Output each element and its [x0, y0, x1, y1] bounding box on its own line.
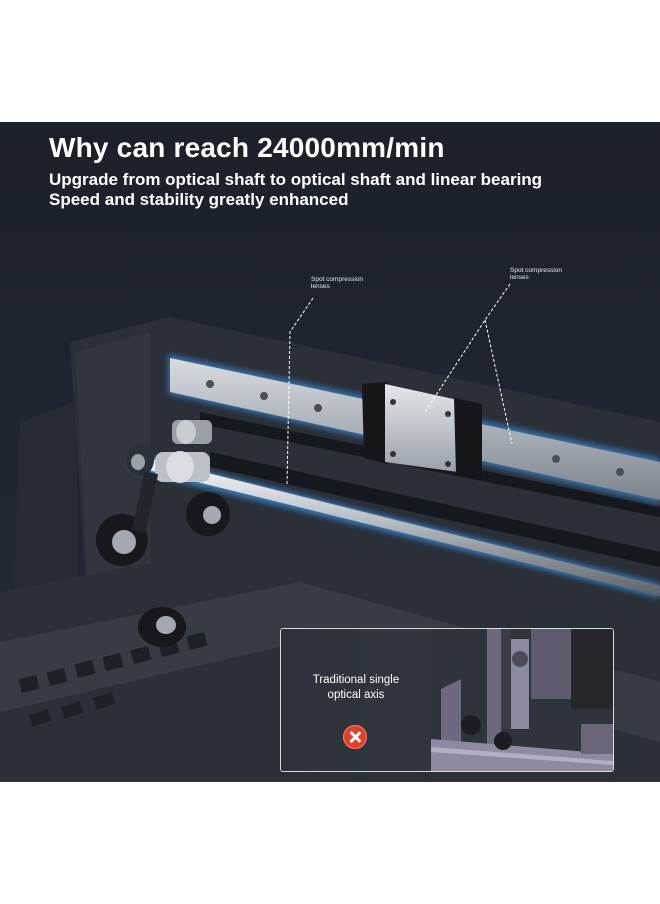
drag-chain	[18, 632, 208, 727]
optical-shaft	[130, 452, 660, 598]
inset-label-line2: optical axis	[327, 689, 385, 701]
headline: Why can reach 24000mm/min	[49, 132, 445, 163]
inset-label: Traditional single optical axis	[291, 673, 421, 703]
carriage-rollers	[96, 420, 230, 647]
bearing-block	[362, 382, 482, 480]
callout-left-line1: Spot compression	[311, 276, 364, 283]
callout-right-line2: lenses	[510, 274, 529, 281]
product-banner: Why can reach 24000mm/min Upgrade from o…	[0, 122, 660, 782]
traditional-axis-photo	[431, 629, 613, 771]
comparison-inset: Traditional single optical axis	[280, 628, 614, 772]
x-circle-icon	[343, 725, 367, 749]
callout-lines	[286, 283, 513, 485]
inset-label-line1: Traditional single	[312, 674, 400, 686]
subtitle-line-1: Upgrade from optical shaft to optical sh…	[49, 170, 543, 189]
callout-left-line2: lenses	[311, 283, 330, 290]
callout-left: Spot compression lenses	[311, 276, 363, 290]
inset-label-panel: Traditional single optical axis	[281, 629, 431, 771]
callout-right: Spot compression lenses	[510, 267, 562, 281]
callout-right-line1: Spot compression	[510, 267, 563, 274]
subtitle-line-2: Speed and stability greatly enhanced	[49, 190, 349, 209]
